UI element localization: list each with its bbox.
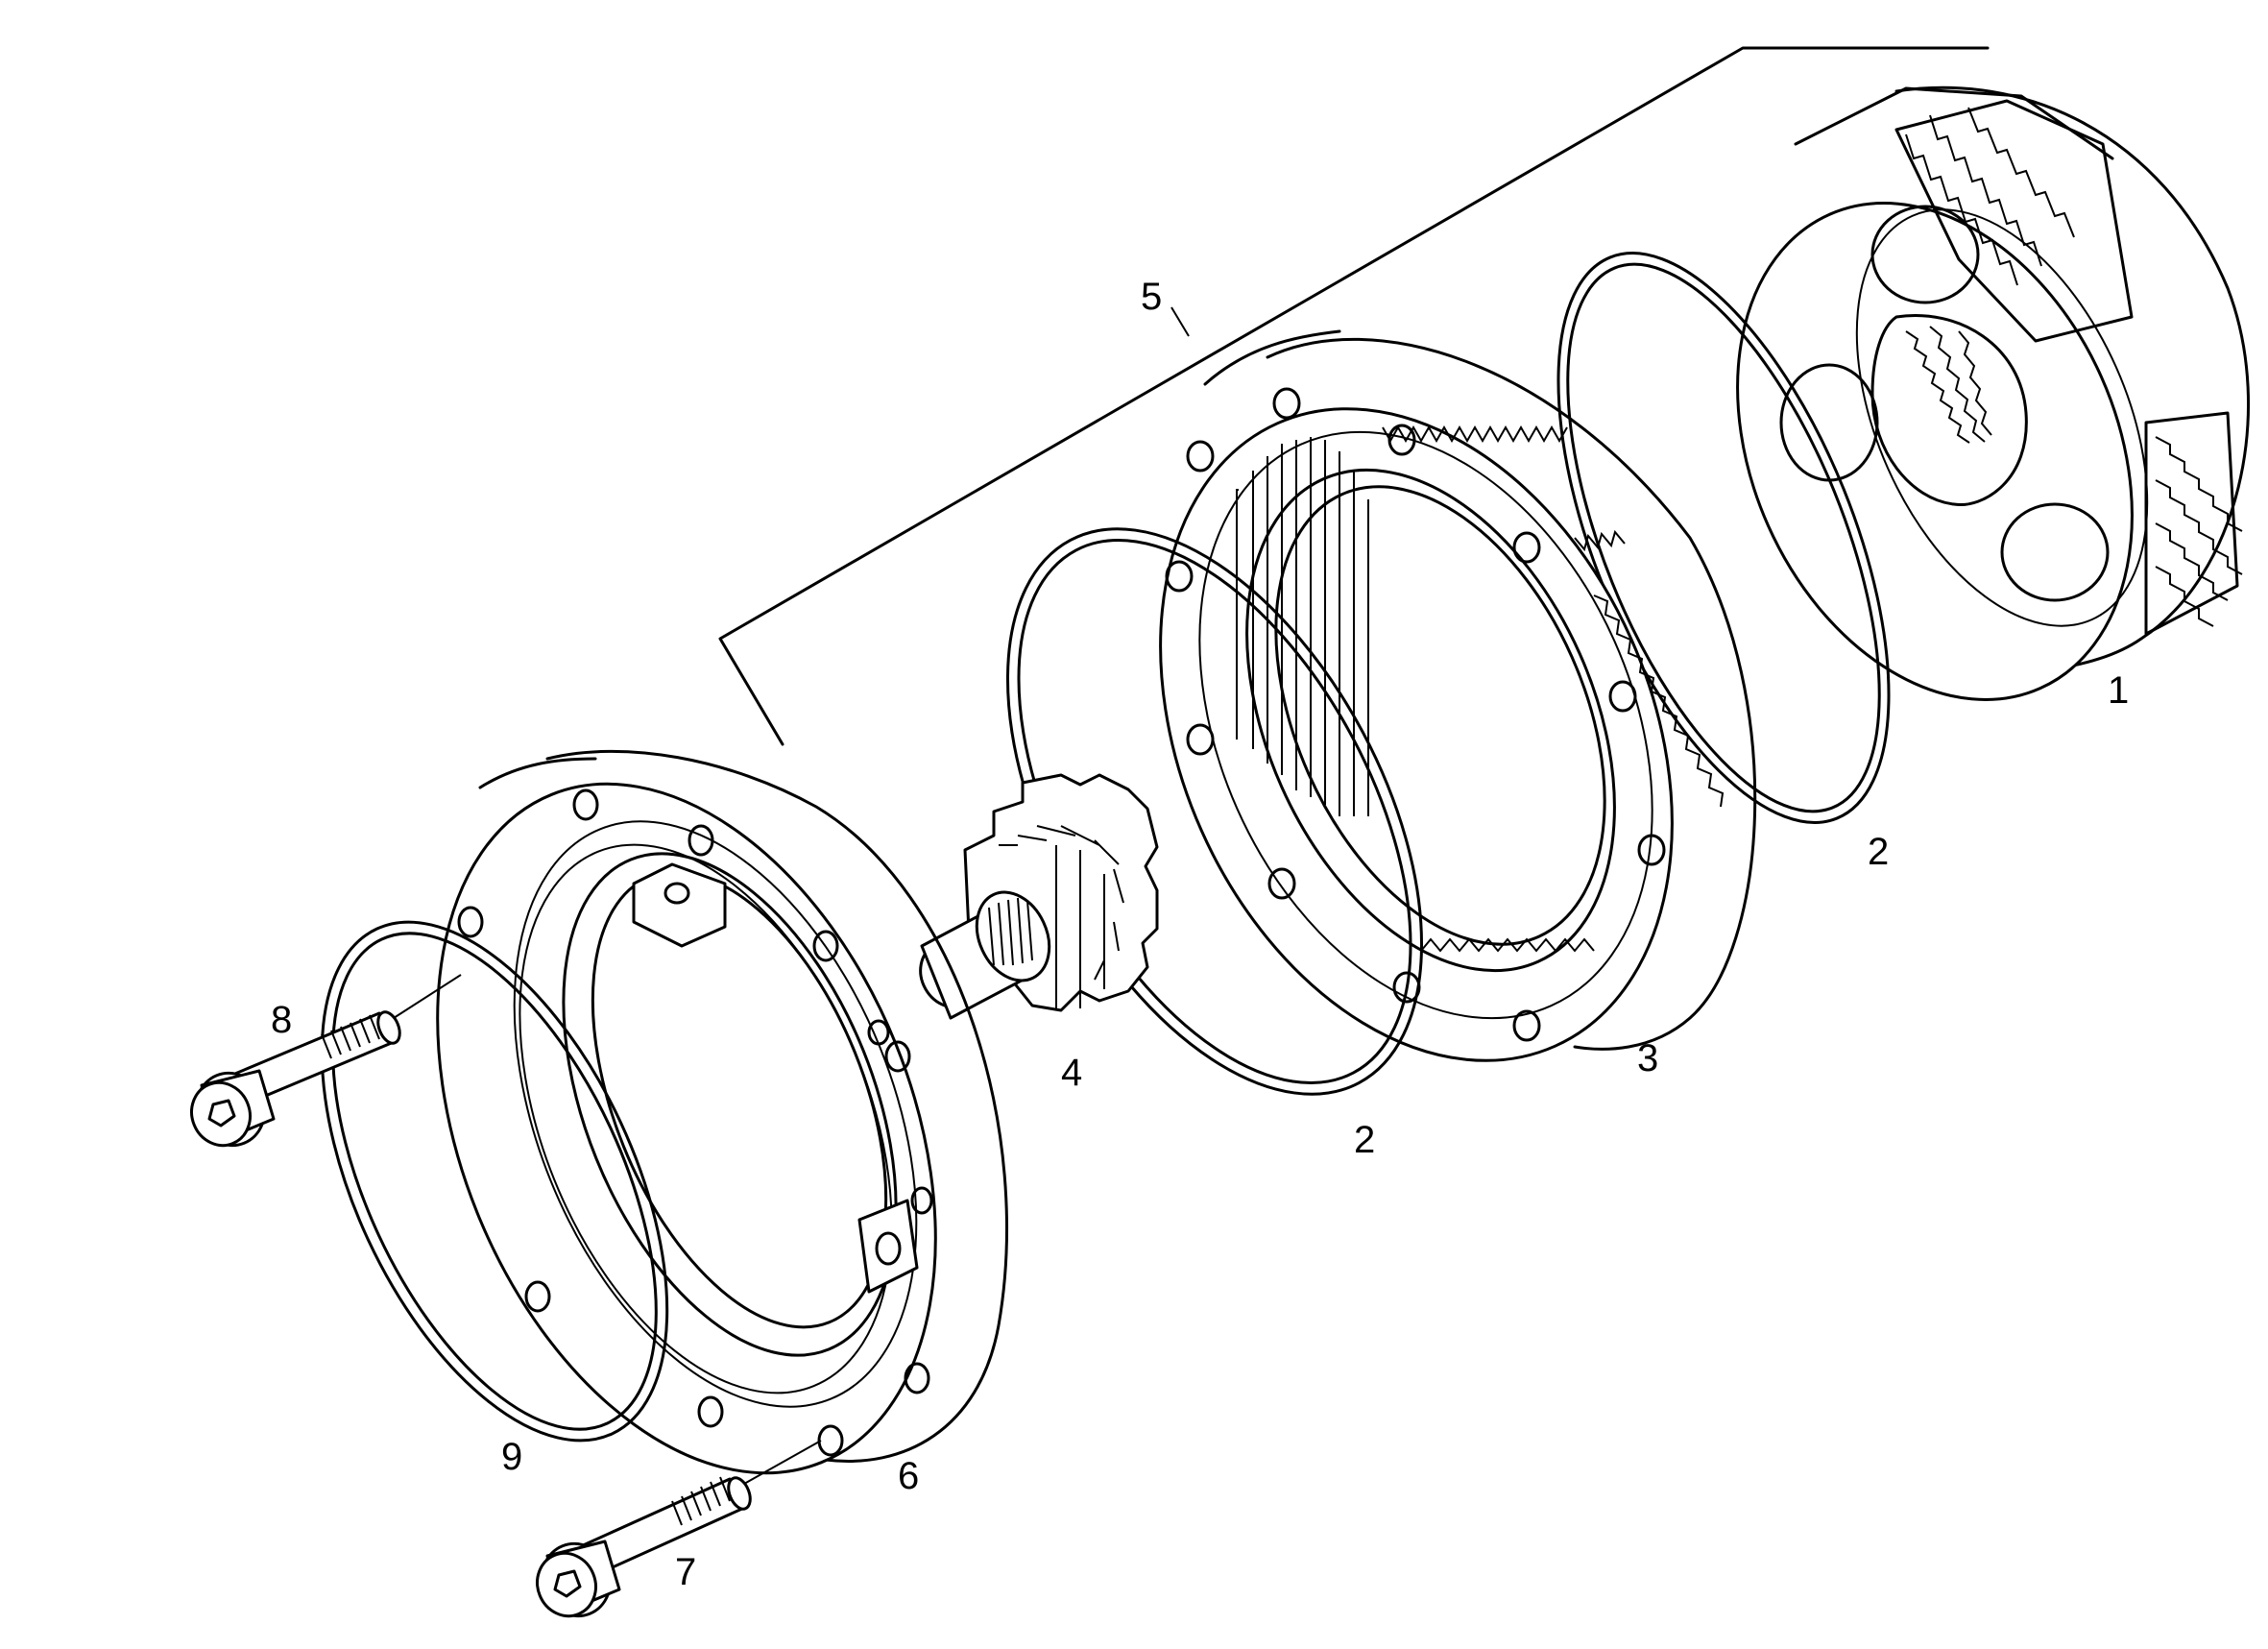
label-9: 9 xyxy=(501,1436,522,1478)
callout-labels: 1 2 2 3 4 5 6 7 8 9 xyxy=(271,276,2129,1593)
label-3: 3 xyxy=(1637,1037,1658,1079)
bolt-part-7 xyxy=(536,1440,822,1618)
label-1: 1 xyxy=(2108,669,2129,712)
label-4: 4 xyxy=(1061,1052,1082,1094)
sun-gear-part-4 xyxy=(919,773,1159,1020)
assembly-bracket-5 xyxy=(718,46,1990,746)
planet-carrier-part-1 xyxy=(1736,85,2251,701)
label-7: 7 xyxy=(675,1551,696,1593)
ring-gear-part-3 xyxy=(1159,329,1757,1062)
housing-flange-part-6 xyxy=(436,749,1008,1475)
o-ring-part-9 xyxy=(320,920,669,1443)
label-8: 8 xyxy=(271,999,292,1041)
bolt-part-8 xyxy=(190,974,462,1148)
label-2a: 2 xyxy=(1868,831,1889,873)
label-5: 5 xyxy=(1141,276,1162,318)
leader-lines xyxy=(1170,306,1190,337)
label-2b: 2 xyxy=(1354,1119,1375,1161)
label-6: 6 xyxy=(898,1455,919,1497)
